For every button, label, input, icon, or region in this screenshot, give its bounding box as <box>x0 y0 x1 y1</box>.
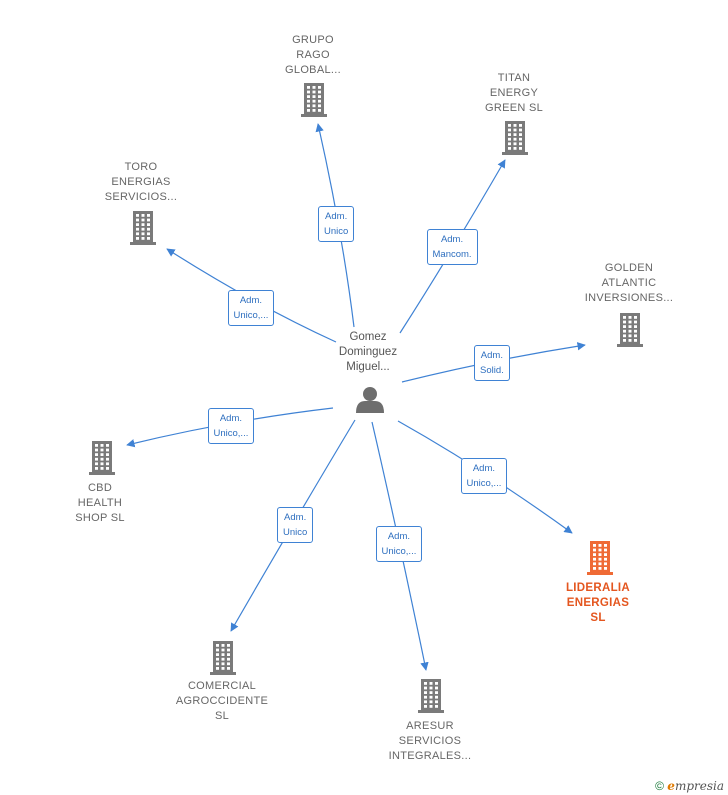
company-label-golden[interactable]: GOLDEN ATLANTIC INVERSIONES... <box>584 262 674 304</box>
relation-label-titan[interactable]: Adm. Mancom. <box>426 229 478 265</box>
copyright-mark: © <box>655 779 664 793</box>
company-label-comercial[interactable]: COMERCIAL AGROCCIDENTE SL <box>175 680 269 722</box>
building-icon <box>210 641 236 675</box>
building-icon <box>617 313 643 347</box>
relation-label-golden[interactable]: Adm. Solid. <box>474 345 510 381</box>
person-icon <box>356 387 384 413</box>
company-label-titan[interactable]: TITAN ENERGY GREEN SL <box>484 72 544 114</box>
company-label-cbd[interactable]: CBD HEALTH SHOP SL <box>75 482 125 524</box>
company-label-aresur[interactable]: ARESUR SERVICIOS INTEGRALES... <box>388 720 472 762</box>
center-person-name[interactable]: Gomez Dominguez Miguel... <box>338 331 398 373</box>
company-label-toro[interactable]: TORO ENERGIAS SERVICIOS... <box>104 161 178 203</box>
relation-label-grupo-rago[interactable]: Adm. Unico <box>318 206 355 242</box>
building-icon <box>130 211 156 245</box>
building-icon <box>587 541 613 575</box>
company-label-grupo-rago[interactable]: GRUPO RAGO GLOBAL... <box>285 34 341 76</box>
building-icon <box>502 121 528 155</box>
building-icon <box>418 679 444 713</box>
building-icon <box>89 441 115 475</box>
brand-logo: empresia <box>667 779 724 793</box>
relation-label-comercial[interactable]: Adm. Unico <box>277 507 314 543</box>
footer-brand: © empresia <box>655 779 724 793</box>
relation-label-cbd[interactable]: Adm. Unico,... <box>207 408 255 444</box>
relation-label-lideralia[interactable]: Adm. Unico,... <box>460 458 508 494</box>
relation-label-aresur[interactable]: Adm. Unico,... <box>375 526 423 562</box>
building-icon <box>301 83 327 117</box>
relation-label-toro[interactable]: Adm. Unico,... <box>227 290 275 326</box>
company-label-lideralia[interactable]: LIDERALIA ENERGIAS SL <box>565 582 631 624</box>
